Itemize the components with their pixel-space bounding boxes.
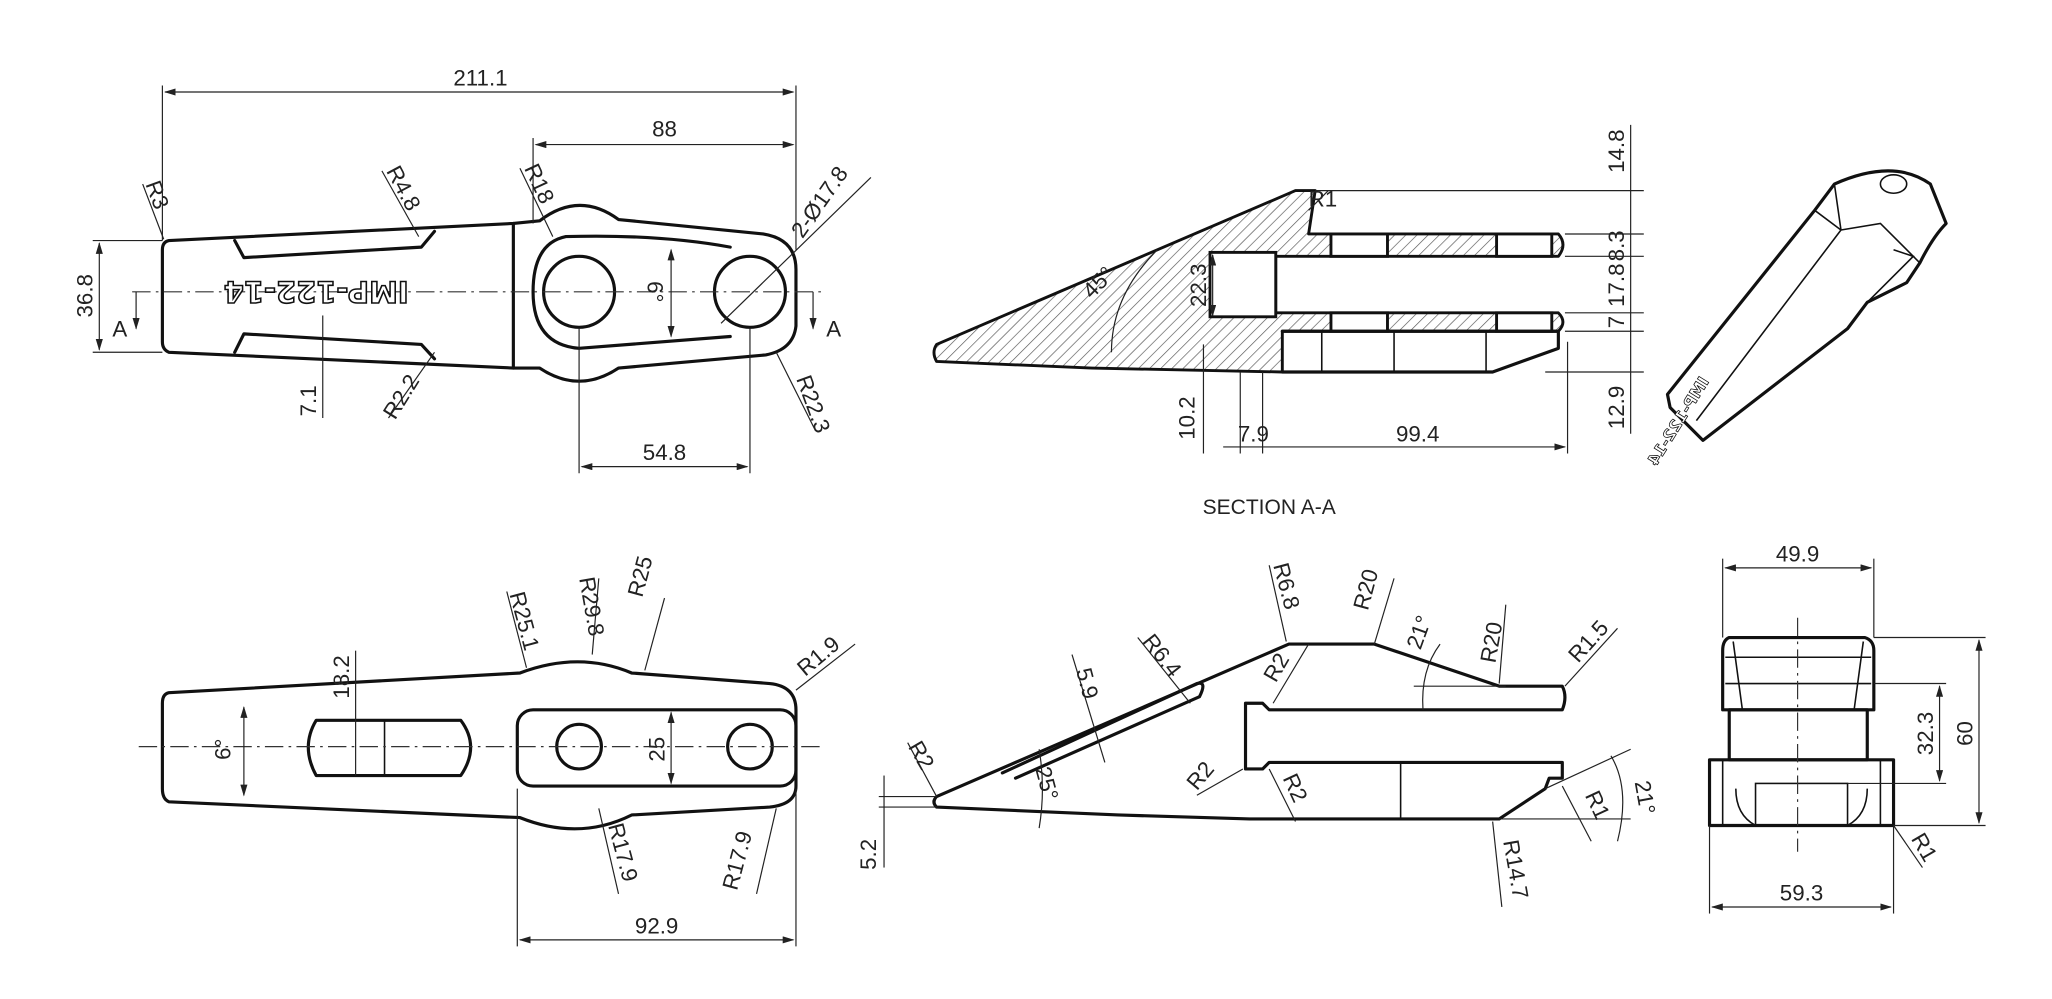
dim-r1: R1 — [1309, 186, 1338, 211]
dim-r1-side: R1 — [1580, 787, 1615, 823]
end-view-middle — [1727, 708, 1869, 762]
dim-slot-depth: 7.1 — [296, 385, 321, 416]
dim-r6-4: R6.4 — [1138, 629, 1187, 682]
dim-18-2: 18.2 — [329, 655, 354, 698]
dim-pin-to-end: 88 — [652, 117, 677, 142]
bottom-slot — [233, 332, 437, 361]
dim-99-4: 99.4 — [1396, 422, 1439, 447]
dim-angle-21-bottom: 21° — [1630, 779, 1660, 817]
end-view-top — [1721, 635, 1876, 712]
dim-r4-8: R4.8 — [381, 161, 425, 214]
dim-17-8: 17.8 — [1604, 264, 1629, 307]
dim-r2-lower-left: R2 — [1182, 757, 1220, 795]
end-view-bottom — [1707, 758, 1896, 828]
dim-25: 25 — [645, 737, 670, 762]
section-marker-right: A — [826, 317, 841, 342]
side-groove — [1000, 681, 1205, 780]
dim-angle-21-top: 21° — [1402, 612, 1437, 652]
section-view: 14.8 8.3 17.8 7 12.9 R1 45° 22.3 10.2 7.… — [932, 124, 1644, 519]
dim-r2-2: R2.2 — [378, 370, 424, 423]
dim-r25-1: R25.1 — [505, 589, 545, 653]
isometric-view: IMP-122-14 — [1643, 169, 1948, 469]
dim-r25: R25 — [623, 553, 658, 599]
dim-angle-6: 6° — [642, 281, 667, 302]
dim-92-9: 92.9 — [635, 913, 678, 938]
dim-32-3: 32.3 — [1913, 712, 1938, 755]
bottom-view-outline — [160, 660, 798, 831]
dim-r3: R3 — [141, 177, 174, 212]
side-view: R6.8 R20 21° R20 R1.5 R6.4 R2 5.9 R2 25°… — [856, 560, 1660, 908]
dim-r1-end: R1 — [1906, 829, 1942, 866]
dim-angle-25: 25° — [1030, 764, 1063, 803]
section-title: SECTION A-A — [1203, 496, 1336, 519]
dim-width: 36.8 — [73, 274, 98, 317]
dim-14-8: 14.8 — [1604, 129, 1629, 172]
dim-r2-tip: R2 — [903, 737, 939, 774]
dim-5-9: 5.9 — [1071, 665, 1103, 701]
boss-outline — [515, 708, 798, 788]
dim-hole-spacing: 54.8 — [643, 440, 686, 465]
dim-overall-length: 211.1 — [453, 65, 507, 90]
top-view: IMP-122-14 A A 211.1 88 36.8 R3 R4.8 R18… — [73, 65, 872, 474]
dim-59-3: 59.3 — [1780, 880, 1823, 905]
dim-10-2: 10.2 — [1174, 396, 1199, 439]
top-slot — [233, 229, 437, 260]
dim-r17-9-right: R17.9 — [717, 828, 757, 892]
inner-window — [531, 234, 732, 350]
dim-49-9: 49.9 — [1776, 541, 1819, 566]
section-marker-left: A — [112, 317, 127, 342]
top-view-outline — [160, 203, 798, 383]
dim-r20-right: R20 — [1476, 620, 1508, 665]
dim-22-3: 22.3 — [1186, 264, 1211, 307]
dim-angle-6: 6° — [211, 739, 236, 760]
dim-8-3: 8.3 — [1604, 230, 1629, 261]
dim-7-9: 7.9 — [1238, 422, 1269, 447]
dim-r22-3: R22.3 — [791, 372, 835, 437]
section-lower-block — [1280, 329, 1560, 374]
dim-r2-lower-right: R2 — [1278, 770, 1313, 806]
side-view-outline — [932, 642, 1567, 821]
bottom-slot — [306, 718, 473, 778]
dim-r18: R18 — [519, 160, 559, 208]
part-marking: IMP-122-14 — [224, 274, 409, 308]
dim-r14-7: R14.7 — [1498, 838, 1533, 901]
bottom-view: R25.1 R29.8 R25 R1.9 18.2 6° 25 R17.9 R1… — [138, 553, 856, 947]
dim-5-2: 5.2 — [856, 839, 881, 870]
dim-r20-top: R20 — [1348, 566, 1383, 612]
dim-60: 60 — [1952, 721, 1977, 746]
dim-12-9: 12.9 — [1604, 386, 1629, 429]
section-slot — [1208, 250, 1278, 319]
dim-r6-8: R6.8 — [1268, 560, 1304, 612]
dim-r17-9-left: R17.9 — [603, 820, 643, 884]
dim-7: 7 — [1604, 316, 1629, 328]
end-view: 49.9 59.3 32.3 60 R1 — [1707, 541, 1986, 914]
dim-r29-8: R29.8 — [574, 575, 609, 638]
iso-part-marking: IMP-122-14 — [1643, 373, 1713, 469]
